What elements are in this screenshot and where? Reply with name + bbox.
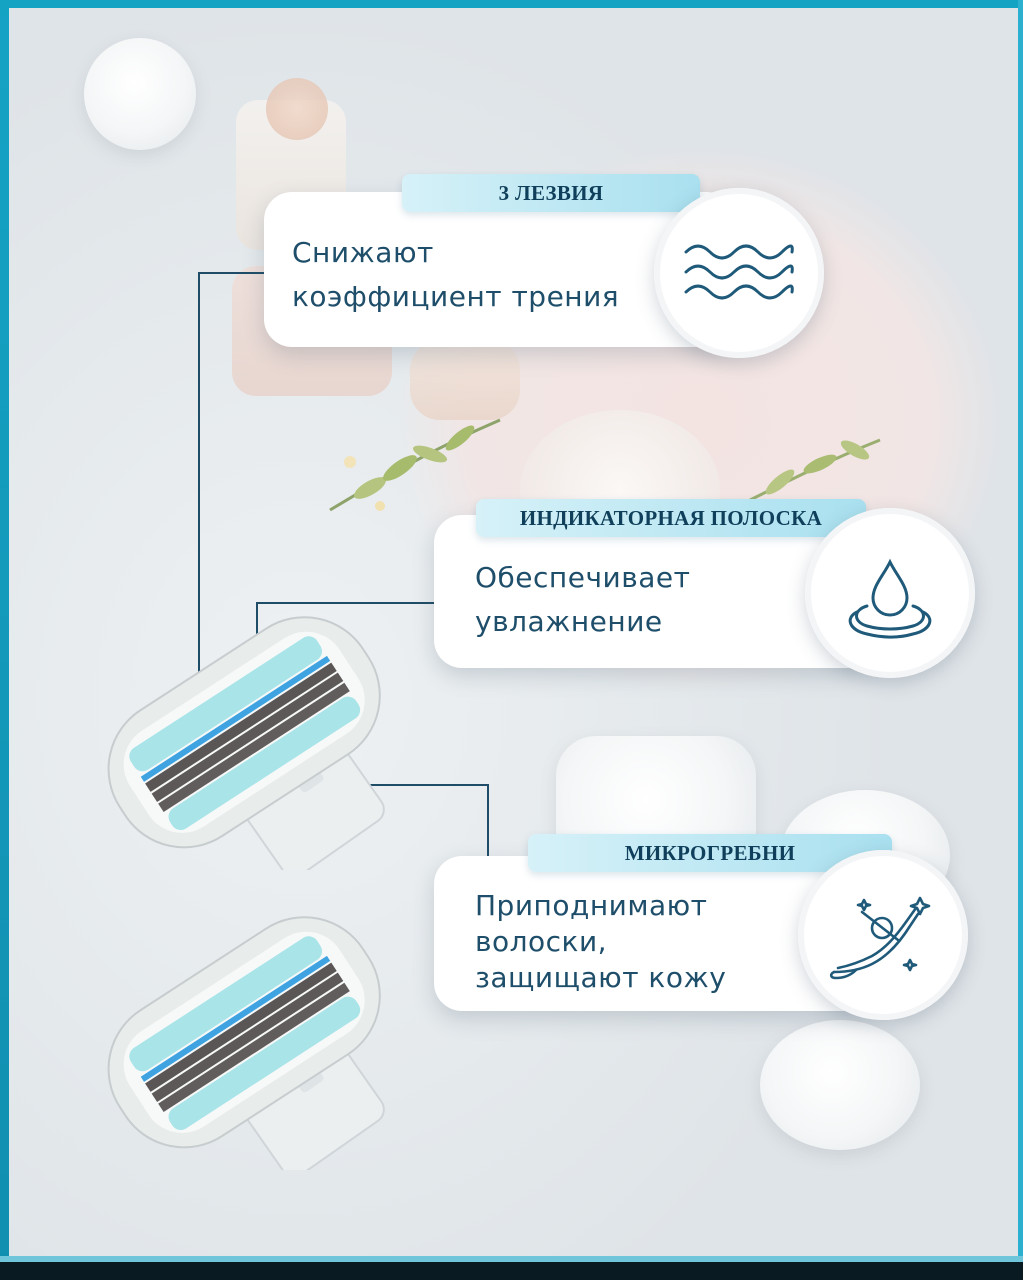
frame-top-border — [0, 0, 1023, 8]
background-plant-right — [740, 420, 890, 510]
background-candle-bottom — [760, 1020, 920, 1150]
feature-card-strip — [434, 515, 874, 668]
feature-text-blades: Снижают коэффициент трения — [292, 236, 620, 313]
background-jar-lid — [266, 78, 328, 140]
razor-cartridge-bottom — [90, 900, 400, 1178]
frame-bottom-border — [0, 1256, 1023, 1262]
waves-icon — [684, 244, 794, 300]
feature-icon-circle-combs — [798, 850, 968, 1020]
razor-cartridge-top — [90, 600, 400, 878]
background-soap — [410, 340, 520, 420]
feature-icon-circle-blades — [654, 188, 824, 358]
frame-right-border — [1018, 0, 1023, 1280]
background-plant-left — [320, 410, 510, 530]
feature-text-combs: Приподнимают волоски, защищают кожу — [475, 889, 727, 994]
leader-line-blades-vertical — [198, 272, 200, 706]
leader-line-blades-horizontal — [198, 272, 270, 274]
feature-tag-strip: ИНДИКАТОРНАЯ ПОЛОСКА — [476, 499, 866, 537]
frame-left-border — [0, 0, 9, 1280]
background-candle — [84, 38, 196, 150]
leader-line-strip-vertical — [256, 602, 258, 664]
feature-tag-blades: 3 ЛЕЗВИЯ — [402, 174, 700, 212]
feature-text-strip: Обеспечивает увлажнение — [475, 561, 691, 638]
feature-icon-circle-strip — [805, 508, 975, 678]
smooth-leg-icon — [829, 896, 931, 980]
feature-tag-combs: МИКРОГРЕБНИ — [528, 834, 892, 872]
leader-line-strip-horizontal — [256, 602, 436, 604]
water-drop-icon — [848, 558, 932, 639]
leader-line-comb-vertical — [487, 784, 489, 856]
bottom-dark-band — [0, 1262, 1023, 1280]
